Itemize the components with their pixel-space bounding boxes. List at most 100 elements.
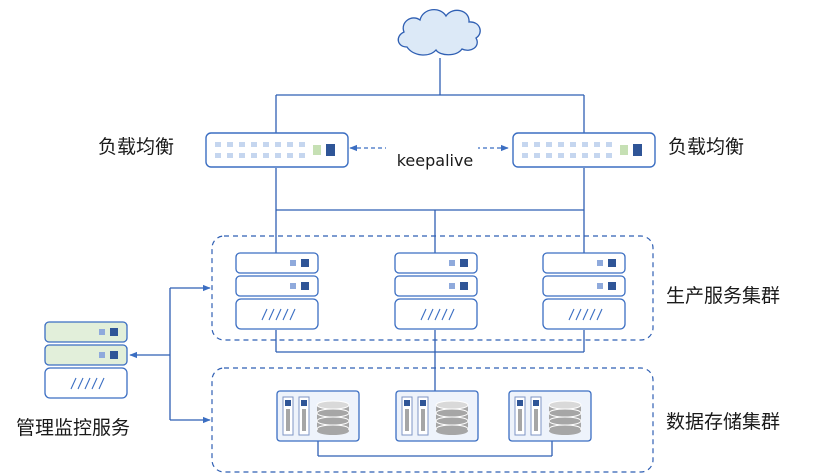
port-icon (594, 142, 600, 147)
port-icon (558, 153, 564, 158)
status-led-icon (420, 400, 426, 406)
server-disk-bay (394, 298, 478, 330)
port-icon (522, 142, 528, 147)
server-unit (542, 275, 626, 297)
drive-handle (405, 409, 409, 431)
port-icon (251, 142, 257, 147)
server-disk-bay (235, 298, 319, 330)
storage-array-icon (276, 390, 360, 442)
lb-chassis (205, 132, 349, 168)
storage-array-icon (508, 390, 592, 442)
status-led-icon (608, 259, 616, 267)
status-led-icon (449, 260, 455, 266)
disk-platter (316, 408, 350, 418)
lb-chassis (512, 132, 656, 168)
port-icon (558, 142, 564, 147)
status-led-icon (449, 283, 455, 289)
port-icon (606, 142, 612, 147)
lb-right-label: 负载均衡 (668, 136, 744, 158)
vent-slash (420, 308, 427, 321)
storage-cluster-box (211, 367, 654, 473)
vent-slash (589, 308, 596, 321)
cloud-icon (397, 9, 481, 56)
disk-platter (435, 408, 469, 418)
port-icon (263, 142, 269, 147)
status-led-icon (99, 352, 105, 358)
status-led-icon (633, 144, 642, 156)
server-unit (44, 321, 128, 343)
port-icon (239, 142, 245, 147)
status-led-icon (597, 260, 603, 266)
monitor-server-icon (44, 321, 128, 399)
server-icon (235, 252, 319, 330)
vent-slash (268, 308, 275, 321)
storage-array-icon (395, 390, 479, 442)
disk-platter (316, 400, 350, 410)
lb-left-label: 负载均衡 (98, 136, 174, 158)
status-led-icon (285, 400, 291, 406)
vent-slash (275, 308, 282, 321)
load-balancer-icon (512, 132, 656, 168)
port-icon (546, 153, 552, 158)
server-unit (394, 275, 478, 297)
vent-slash (582, 308, 589, 321)
vent-slash (91, 377, 98, 390)
disk-platter (548, 400, 582, 410)
server-unit (235, 275, 319, 297)
drive-handle (518, 409, 522, 431)
status-led-icon (326, 144, 335, 156)
disk-platter (436, 427, 468, 435)
vent-slash (77, 377, 84, 390)
monitor-label: 管理监控服务 (16, 417, 130, 439)
status-led-icon (620, 145, 628, 155)
vent-slash (261, 308, 268, 321)
vent-slash (427, 308, 434, 321)
port-icon (251, 153, 257, 158)
port-icon (287, 153, 293, 158)
status-led-icon (533, 400, 539, 406)
disk-platter (317, 427, 349, 435)
server-disk-bay (44, 367, 128, 399)
drive-handle (302, 409, 306, 431)
server-unit (44, 344, 128, 366)
disk-platter (548, 408, 582, 418)
port-icon (227, 153, 233, 158)
status-led-icon (460, 259, 468, 267)
port-icon (263, 153, 269, 158)
status-led-icon (301, 282, 309, 290)
status-led-icon (110, 328, 118, 336)
status-led-icon (597, 283, 603, 289)
port-icon (606, 153, 612, 158)
port-icon (594, 153, 600, 158)
vent-slash (441, 308, 448, 321)
status-led-icon (517, 400, 523, 406)
status-led-icon (301, 400, 307, 406)
status-led-icon (110, 351, 118, 359)
port-icon (546, 142, 552, 147)
status-led-icon (460, 282, 468, 290)
vent-slash (448, 308, 455, 321)
port-icon (534, 142, 540, 147)
keepalive-label-bg (386, 140, 478, 160)
vent-slash (70, 377, 77, 390)
status-led-icon (290, 283, 296, 289)
vent-slash (596, 308, 603, 321)
drive-handle (421, 409, 425, 431)
port-icon (227, 142, 233, 147)
disk-platter (435, 400, 469, 410)
port-icon (582, 153, 588, 158)
vent-slash (289, 308, 296, 321)
port-icon (299, 153, 305, 158)
disk-platter (548, 416, 582, 426)
server-unit (542, 252, 626, 274)
vent-slash (568, 308, 575, 321)
server-unit (235, 252, 319, 274)
port-icon (570, 142, 576, 147)
status-led-icon (290, 260, 296, 266)
port-icon (275, 153, 281, 158)
vent-slash (84, 377, 91, 390)
load-balancer-icon (205, 132, 349, 168)
prod-cluster-box (211, 235, 654, 341)
status-led-icon (313, 145, 321, 155)
